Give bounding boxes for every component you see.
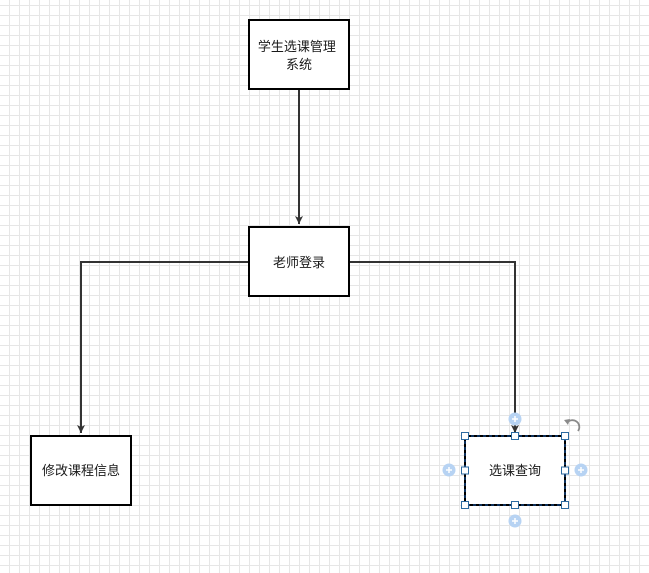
node-teacher-login-label-line-1: 老师登录 <box>273 256 325 271</box>
edges-layer <box>77 89 519 433</box>
resize-handle-w[interactable] <box>461 466 469 475</box>
node-system-box[interactable] <box>248 19 350 90</box>
nodes-layer: 学生选课管理 系统 老师登录 修改课程信息 选课查询 <box>30 19 566 506</box>
edge-teacher-login-to-course-query[interactable] <box>349 261 519 433</box>
node-course-query[interactable]: 选课查询 <box>464 435 566 506</box>
node-system-label: 学生选课管理 系统 <box>258 39 340 73</box>
node-modify-course-label: 修改课程信息 <box>42 463 120 479</box>
node-teacher-login[interactable]: 老师登录 <box>248 226 350 297</box>
connect-right-plus-circle-icon[interactable] <box>574 463 588 477</box>
resize-handle-n[interactable] <box>511 432 519 440</box>
node-course-query-label: 选课查询 <box>489 464 541 479</box>
resize-handle-se[interactable] <box>561 501 569 509</box>
node-teacher-login-box[interactable] <box>248 226 350 297</box>
rotate-icon[interactable] <box>564 419 581 432</box>
node-modify-course-label-line-1: 修改课程信息 <box>42 463 120 479</box>
connect-bottom-plus-circle-icon[interactable] <box>508 514 522 528</box>
connect-left-plus-circle-icon[interactable] <box>442 463 456 477</box>
node-system[interactable]: 学生选课管理 系统 <box>248 19 350 90</box>
connect-top-plus-circle-icon[interactable] <box>508 412 522 426</box>
edge-teacher-login-to-modify-course[interactable] <box>77 261 249 433</box>
node-system-label-line-2: 系统 <box>286 58 312 73</box>
node-modify-course[interactable]: 修改课程信息 <box>30 435 132 506</box>
resize-handle-sw[interactable] <box>461 501 469 509</box>
resize-handle-s[interactable] <box>511 501 519 509</box>
node-system-label-line-1: 学生选课管理 <box>258 39 336 55</box>
resize-handle-ne[interactable] <box>561 432 569 440</box>
resize-handle-nw[interactable] <box>461 432 469 440</box>
node-course-query-label-line-1: 选课查询 <box>489 464 541 479</box>
node-teacher-login-label: 老师登录 <box>273 256 325 271</box>
resize-handle-e[interactable] <box>561 466 569 475</box>
node-modify-course-box[interactable] <box>30 435 132 506</box>
selection-overlay <box>442 412 588 528</box>
